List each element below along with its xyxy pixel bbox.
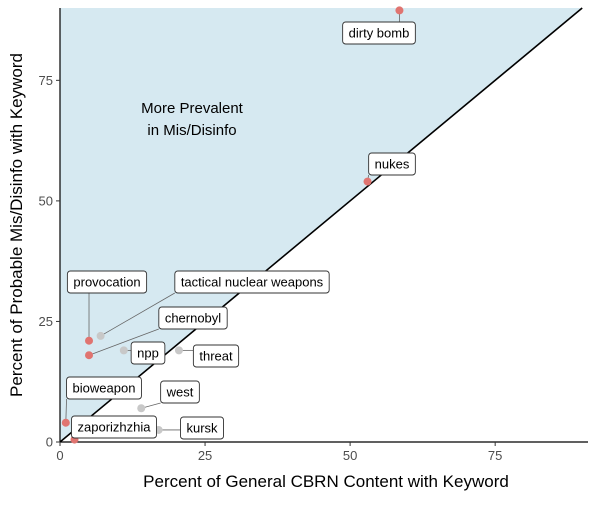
point-label-text: npp [137, 346, 159, 361]
data-point [363, 177, 372, 186]
point-label-text: chernobyl [165, 311, 221, 326]
point-label-text: zaporizhzhia [78, 420, 152, 435]
y-tick-label: 75 [39, 73, 53, 88]
point-label-box [66, 270, 148, 294]
point-label-text: tactical nuclear weapons [181, 275, 324, 290]
x-tick-label: 75 [488, 448, 502, 463]
point-label-text: threat [199, 349, 233, 364]
data-point [395, 6, 404, 15]
point-label-box [192, 344, 240, 368]
point-label-box [158, 306, 228, 330]
point-label-text: bioweapon [73, 381, 136, 396]
data-point [85, 351, 94, 360]
x-tick-label: 50 [343, 448, 357, 463]
point-label-text: dirty bomb [349, 26, 410, 41]
point-label-box [180, 416, 224, 440]
y-tick-label: 0 [46, 435, 53, 450]
point-leader-line [100, 292, 176, 337]
point-label-text: nukes [375, 157, 410, 172]
data-point [137, 404, 146, 413]
x-tick-label: 25 [198, 448, 212, 463]
data-point [174, 346, 183, 355]
point-leader-line [88, 328, 159, 356]
y-tick-label: 25 [39, 314, 53, 329]
region-annotation-line: in Mis/Disinfo [147, 122, 236, 139]
point-label-box [342, 21, 416, 45]
x-tick-label: 0 [56, 448, 63, 463]
data-point [61, 418, 70, 427]
point-label-text: kursk [186, 421, 218, 436]
data-point [85, 336, 94, 345]
y-axis-title: Percent of Probable Mis/Disinfo with Key… [7, 53, 26, 397]
point-label-box [66, 376, 142, 400]
point-label-box [130, 341, 166, 365]
reference-line [59, 7, 583, 443]
point-label-box [160, 380, 200, 404]
point-label-box [71, 415, 157, 439]
region-annotation-line: More Prevalent [141, 100, 244, 117]
point-label-text: west [166, 385, 194, 400]
point-label-box [174, 270, 330, 294]
point-label-text: provocation [73, 275, 140, 290]
data-point [119, 346, 128, 355]
data-point [96, 331, 105, 340]
y-tick-label: 50 [39, 193, 53, 208]
point-label-box [368, 152, 416, 176]
x-axis-title: Percent of General CBRN Content with Key… [143, 472, 509, 491]
